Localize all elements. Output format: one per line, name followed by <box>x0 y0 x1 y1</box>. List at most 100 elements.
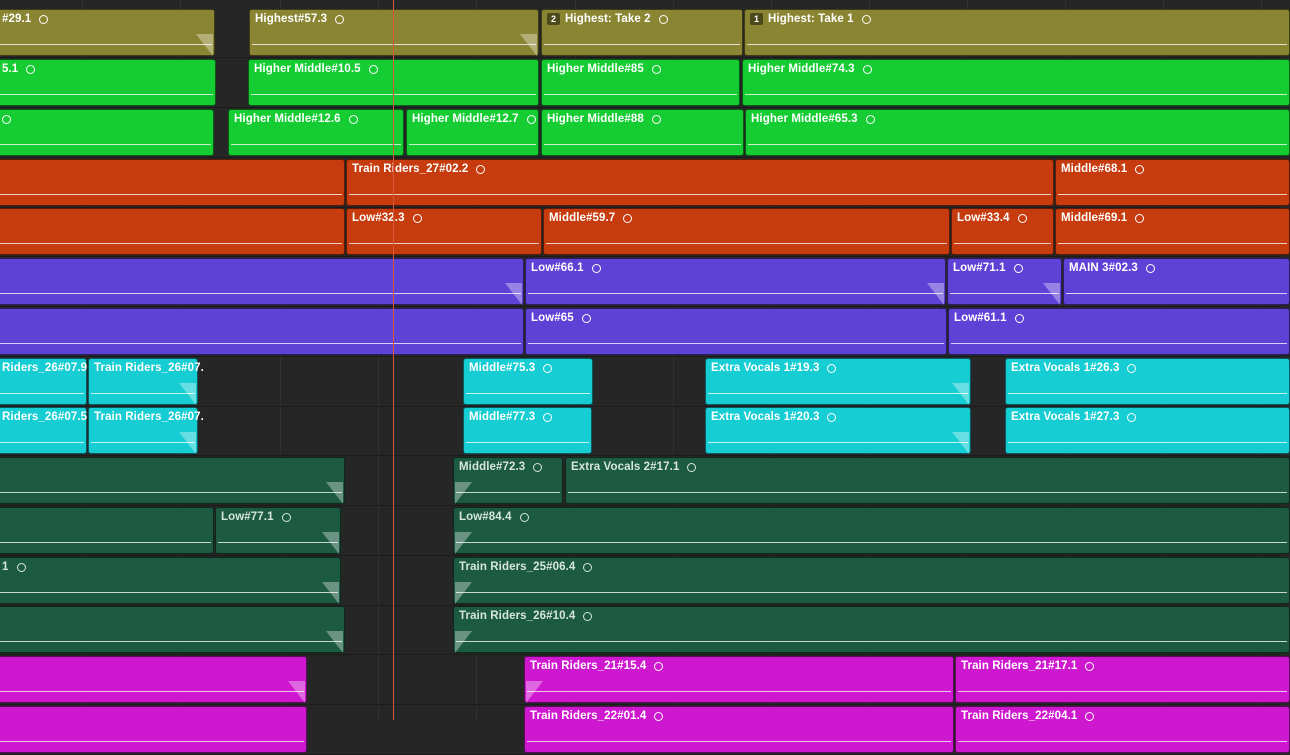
circle-outline-icon[interactable] <box>1127 363 1137 373</box>
audio-region[interactable]: Riders_26#07.9 <box>0 358 87 405</box>
circle-outline-icon[interactable] <box>368 64 378 74</box>
fade-out-handle[interactable] <box>322 532 339 554</box>
fade-in-handle[interactable] <box>455 582 472 604</box>
audio-region[interactable]: Train Riders_26#07. <box>88 358 204 405</box>
circle-outline-icon[interactable] <box>348 114 358 124</box>
circle-outline-icon[interactable] <box>39 14 49 24</box>
fade-in-handle[interactable] <box>455 482 472 504</box>
fade-in-handle[interactable] <box>526 681 543 703</box>
circle-outline-icon[interactable] <box>651 64 661 74</box>
circle-outline-icon[interactable] <box>281 512 291 522</box>
circle-outline-icon[interactable] <box>543 363 553 373</box>
audio-region[interactable] <box>0 706 307 753</box>
track-lane[interactable]: 1 Train Riders_25#06.4 <box>0 556 1290 606</box>
circle-outline-icon[interactable] <box>543 412 553 422</box>
audio-region[interactable]: Low#71.1 <box>947 258 1062 305</box>
audio-region[interactable] <box>0 308 524 355</box>
fade-out-handle[interactable] <box>952 432 969 454</box>
audio-region[interactable]: Low#66.1 <box>525 258 946 305</box>
audio-region[interactable]: Extra Vocals 1#20.3 <box>705 407 971 454</box>
circle-outline-icon[interactable] <box>583 611 593 621</box>
circle-outline-icon[interactable] <box>412 213 422 223</box>
audio-region[interactable]: Train Riders_25#06.4 <box>453 557 1290 604</box>
audio-region[interactable] <box>0 457 345 504</box>
circle-outline-icon[interactable] <box>583 562 593 572</box>
audio-region[interactable]: Low#32.3 <box>346 208 542 255</box>
fade-out-handle[interactable] <box>179 432 196 454</box>
audio-region[interactable]: Extra Vocals 2#17.1 <box>565 457 1290 504</box>
audio-region[interactable] <box>0 656 307 703</box>
circle-outline-icon[interactable] <box>16 562 26 572</box>
audio-region[interactable]: Higher Middle#65.3 <box>745 109 1290 156</box>
audio-region[interactable]: Low#61.1 <box>948 308 1290 355</box>
circle-outline-icon[interactable] <box>1145 263 1155 273</box>
audio-region[interactable]: MAIN 3#02.3 <box>1063 258 1290 305</box>
audio-region[interactable]: Middle#59.7 <box>543 208 950 255</box>
audio-region[interactable]: Higher Middle#12.7 <box>406 109 539 156</box>
audio-region[interactable]: Train Riders_21#17.1 <box>955 656 1290 703</box>
circle-outline-icon[interactable] <box>654 711 664 721</box>
audio-region[interactable]: Train Riders_26#07. <box>88 407 204 454</box>
audio-region[interactable]: Train Riders_21#15.4 <box>524 656 954 703</box>
circle-outline-icon[interactable] <box>861 14 871 24</box>
circle-outline-icon[interactable] <box>687 462 697 472</box>
take-number-badge[interactable]: 1 <box>750 13 763 25</box>
fade-out-handle[interactable] <box>179 383 196 405</box>
audio-region[interactable]: Middle#68.1 <box>1055 159 1290 206</box>
circle-outline-icon[interactable] <box>581 313 591 323</box>
circle-outline-icon[interactable] <box>519 512 529 522</box>
circle-outline-icon[interactable] <box>658 14 668 24</box>
circle-outline-icon[interactable] <box>1085 661 1095 671</box>
circle-outline-icon[interactable] <box>865 114 875 124</box>
audio-region[interactable]: Low#33.4 <box>951 208 1054 255</box>
circle-outline-icon[interactable] <box>1135 213 1145 223</box>
circle-outline-icon[interactable] <box>533 462 543 472</box>
fade-out-handle[interactable] <box>322 582 339 604</box>
fade-out-handle[interactable] <box>520 34 537 56</box>
audio-region[interactable]: 1 <box>0 557 341 604</box>
circle-outline-icon[interactable] <box>1017 213 1027 223</box>
audio-region[interactable]: Higher Middle#12.6 <box>228 109 404 156</box>
circle-outline-icon[interactable] <box>623 213 633 223</box>
fade-out-handle[interactable] <box>1043 283 1060 305</box>
audio-region[interactable]: Train Riders_22#01.4 <box>524 706 954 753</box>
fade-in-handle[interactable] <box>455 532 472 554</box>
audio-region[interactable] <box>0 606 345 653</box>
fade-out-handle[interactable] <box>326 482 343 504</box>
fade-out-handle[interactable] <box>326 631 343 653</box>
audio-region[interactable]: Middle#77.3 <box>463 407 592 454</box>
circle-outline-icon[interactable] <box>1014 313 1024 323</box>
audio-region[interactable]: Low#77.1 <box>215 507 341 554</box>
circle-outline-icon[interactable] <box>526 114 536 124</box>
circle-outline-icon[interactable] <box>1013 263 1023 273</box>
audio-region[interactable]: Low#65 <box>525 308 947 355</box>
audio-region[interactable]: Middle#72.3 <box>453 457 563 504</box>
circle-outline-icon[interactable] <box>1135 164 1145 174</box>
fade-out-handle[interactable] <box>927 283 944 305</box>
circle-outline-icon[interactable] <box>26 64 36 74</box>
take-number-badge[interactable]: 2 <box>547 13 560 25</box>
audio-region[interactable]: #29.1 <box>0 9 215 56</box>
audio-region[interactable] <box>0 507 214 554</box>
circle-outline-icon[interactable] <box>827 363 837 373</box>
circle-outline-icon[interactable] <box>654 661 664 671</box>
fade-in-handle[interactable] <box>455 631 472 653</box>
audio-region[interactable] <box>0 159 345 206</box>
audio-region[interactable] <box>0 109 214 156</box>
audio-region[interactable]: Extra Vocals 1#19.3 <box>705 358 971 405</box>
circle-outline-icon[interactable] <box>862 64 872 74</box>
circle-outline-icon[interactable] <box>1085 711 1095 721</box>
audio-region[interactable] <box>0 258 524 305</box>
circle-outline-icon[interactable] <box>827 412 837 422</box>
audio-region[interactable]: Middle#69.1 <box>1055 208 1290 255</box>
